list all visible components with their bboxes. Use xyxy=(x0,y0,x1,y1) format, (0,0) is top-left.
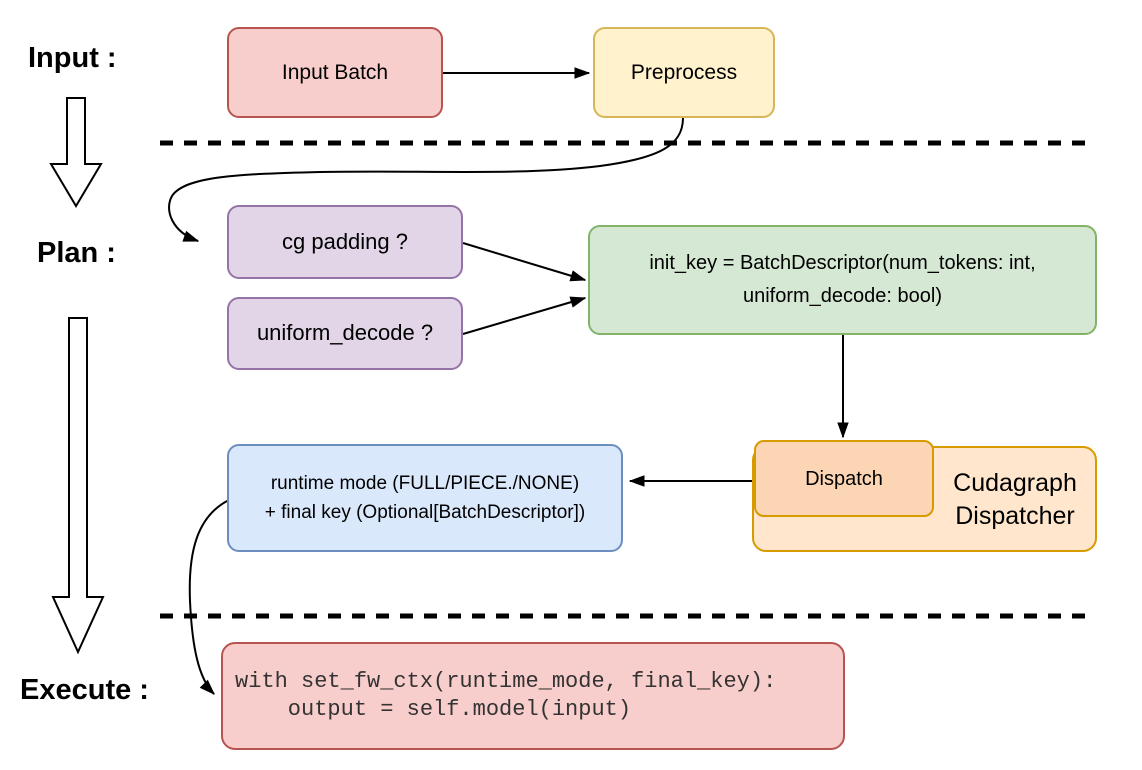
node-preprocess: Preprocess xyxy=(593,27,775,118)
block-arrow-input-to-plan xyxy=(49,97,103,208)
stage-label-plan: Plan : xyxy=(37,237,116,269)
cudagraph-dispatcher-line1: Cudagraph xyxy=(953,469,1077,497)
execute-code-line2: output = self.model(input) xyxy=(235,697,632,722)
node-preprocess-label: Preprocess xyxy=(630,60,738,84)
node-input-batch: Input Batch xyxy=(227,27,443,118)
stage-label-input: Input : xyxy=(28,42,117,74)
arrow-runtime-mode-to-execute-code xyxy=(188,499,230,694)
cudagraph-dispatcher-line2: Dispatcher xyxy=(955,502,1075,530)
stage-label-execute: Execute : xyxy=(20,674,149,706)
node-runtime-mode-line1: runtime mode (FULL/PIECE./NONE) xyxy=(270,473,580,494)
node-cg-padding-label: cg padding ? xyxy=(282,228,408,254)
node-dispatch: Dispatch xyxy=(754,440,934,517)
node-execute-code: with set_fw_ctx(runtime_mode, final_key)… xyxy=(221,642,845,750)
block-arrow-plan-to-execute xyxy=(51,317,105,655)
arrow-cg-padding-to-init-key xyxy=(462,242,585,280)
node-cudagraph-dispatcher-label: Cudagraph Dispatcher xyxy=(935,467,1095,533)
execute-code-line1: with set_fw_ctx(runtime_mode, final_key)… xyxy=(235,669,777,694)
node-init-key-line2: uniform_decode: bool) xyxy=(742,285,942,307)
node-dispatch-label: Dispatch xyxy=(805,467,883,490)
node-uniform-decode: uniform_decode ? xyxy=(227,297,463,370)
node-init-key-line1: init_key = BatchDescriptor(num_tokens: i… xyxy=(649,252,1036,274)
arrow-preprocess-to-cg-padding xyxy=(168,117,684,242)
node-uniform-decode-label: uniform_decode ? xyxy=(256,320,434,346)
node-runtime-mode-line2: + final key (Optional[BatchDescriptor]) xyxy=(264,502,586,523)
node-init-key: init_key = BatchDescriptor(num_tokens: i… xyxy=(588,225,1097,335)
node-cg-padding: cg padding ? xyxy=(227,205,463,279)
arrow-uniform-decode-to-init-key xyxy=(462,298,585,335)
node-runtime-mode: runtime mode (FULL/PIECE./NONE) + final … xyxy=(227,444,623,552)
node-input-batch-label: Input Batch xyxy=(281,60,389,84)
